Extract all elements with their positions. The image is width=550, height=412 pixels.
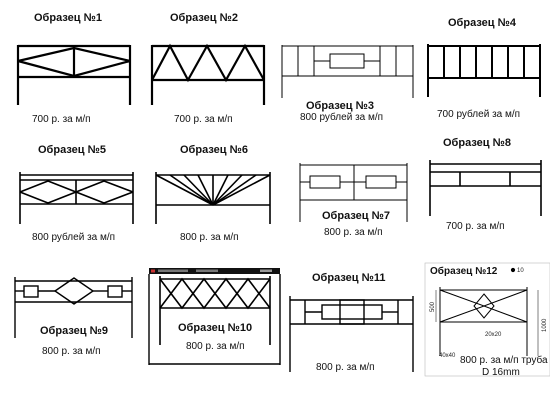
sample-4-title: Образец №4 — [448, 17, 516, 29]
sample-7-title: Образец №7 — [322, 210, 390, 222]
sample-2-price: 700 р. за м/п — [174, 114, 233, 125]
sample-11-title: Образец №11 — [312, 272, 386, 284]
sample-8-title: Образец №8 — [443, 137, 511, 149]
sample-10-price: 800 р. за м/п — [186, 341, 245, 352]
dimension-height-inner: 500 — [430, 301, 436, 312]
sample-1-title: Образец №1 — [34, 12, 102, 24]
sample-8-price: 700 р. за м/п — [446, 221, 505, 232]
sample-3-title: Образец №3 — [306, 100, 374, 112]
sample-5-title: Образец №5 — [38, 144, 106, 156]
sample-12-price: 800 р. за м/п труба — [460, 355, 548, 366]
sample-2-title: Образец №2 — [170, 12, 238, 24]
sample-12-price-line2: D 16mm — [482, 367, 520, 378]
dimension-diameter: 10 — [517, 268, 524, 274]
dimension-height-total: 1000 — [542, 318, 548, 332]
sample-9-price: 800 р. за м/п — [42, 346, 101, 357]
dimension-tube-square: 20x20 — [485, 332, 502, 338]
sample-7-price: 800 р. за м/п — [324, 227, 383, 238]
sample-9-title: Образец №9 — [40, 325, 108, 337]
sample-11-price: 800 р. за м/п — [316, 362, 375, 373]
sample-5-price: 800 рублей за м/п — [32, 232, 116, 243]
sample-6-price: 800 р. за м/п — [180, 232, 239, 243]
sample-10-title: Образец №10 — [178, 322, 253, 334]
sample-6-title: Образец №6 — [180, 144, 248, 156]
sample-4-price: 700 рублей за м/п — [437, 109, 521, 120]
sample-3-price: 800 рублей за м/п — [300, 112, 384, 123]
sample-1-price: 700 р. за м/п — [32, 114, 91, 125]
dimension-post-square: 40x40 — [439, 353, 456, 359]
sample-12-title: Образец №12 — [430, 266, 498, 277]
